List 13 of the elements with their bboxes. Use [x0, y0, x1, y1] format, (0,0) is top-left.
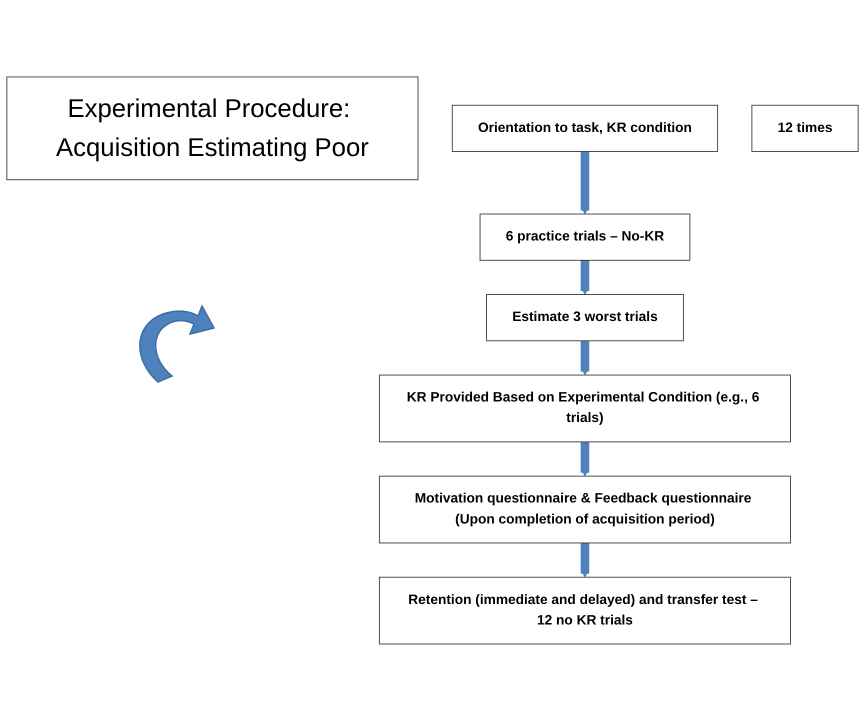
arrow — [580, 258, 590, 295]
node-box: 6 practice trials – No-KR — [480, 214, 690, 261]
node-box: KR Provided Based on Experimental Condition (e.g., 6 trials) — [378, 374, 791, 442]
node-box: Experimental Procedure: Acquisition Estimating Poor — [6, 76, 418, 180]
arrow — [580, 542, 590, 578]
arrow — [580, 152, 590, 214]
node-box: Estimate 3 worst trials — [486, 294, 684, 342]
node-box: Orientation to task, KR condition — [452, 104, 718, 152]
node-box: 12 times — [751, 104, 859, 152]
node-box: Motivation questionnaire & Feedback questionnaire (Upon completion of acquisition period) — [378, 476, 791, 544]
arrow — [580, 440, 590, 476]
node-box: Retention (immediate and delayed) and transfer test – 12 no KR trials — [378, 576, 791, 644]
arrow — [580, 339, 590, 376]
